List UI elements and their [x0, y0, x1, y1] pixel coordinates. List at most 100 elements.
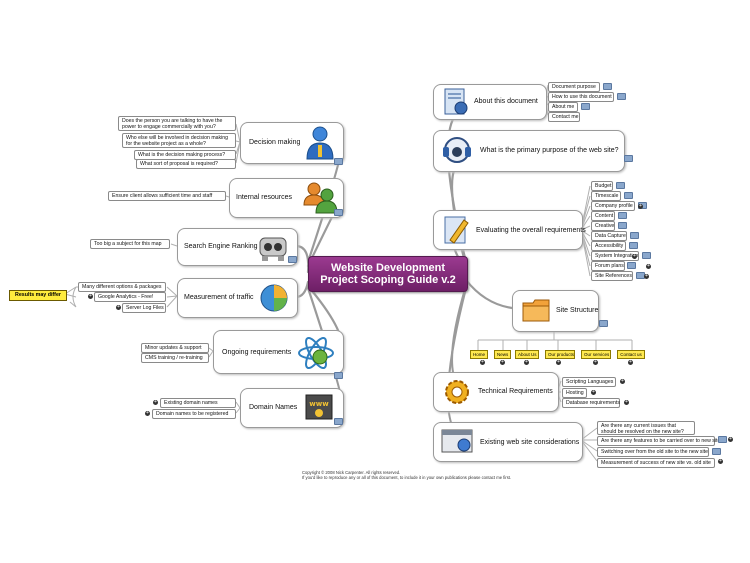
expand-icon[interactable]: +	[88, 293, 93, 299]
expand-icon[interactable]: +	[638, 203, 643, 209]
page-our-products[interactable]: Our products	[545, 350, 575, 359]
expand-icon[interactable]: +	[153, 399, 158, 405]
sub-budget[interactable]: Budget	[591, 181, 613, 191]
page-news[interactable]: News	[494, 350, 511, 359]
sub-ensure-client-time[interactable]: Ensure client allows sufficient time and…	[108, 191, 226, 201]
topic-ongoing-requirements[interactable]: Ongoing requirements	[213, 330, 344, 374]
expand-icon[interactable]: +	[644, 273, 649, 279]
sub-content[interactable]: Content	[591, 211, 615, 221]
note-icon[interactable]	[624, 192, 633, 199]
note-icon[interactable]	[599, 320, 608, 327]
expand-icon[interactable]: +	[620, 378, 625, 384]
expand-icon[interactable]: +	[480, 359, 485, 365]
topic-label: About this document	[474, 98, 538, 105]
sub-database-requirements[interactable]: Database requirements	[562, 398, 620, 408]
expand-icon[interactable]: +	[591, 389, 596, 395]
page-our-services[interactable]: Our services	[581, 350, 611, 359]
sub-scripting-languages[interactable]: Scripting Languages	[562, 377, 616, 387]
sub-existing-domains[interactable]: Existing domain names	[160, 398, 236, 408]
sub-document-purpose[interactable]: Document purpose	[548, 82, 600, 92]
note-icon[interactable]	[642, 252, 651, 259]
expand-icon[interactable]: +	[116, 304, 121, 310]
topic-about-document[interactable]: About this document	[433, 84, 547, 120]
sub-accessibility[interactable]: Accessibility	[591, 241, 626, 251]
note-icon[interactable]	[627, 262, 636, 269]
topic-label: Internal resources	[236, 194, 293, 201]
note-icon[interactable]	[616, 182, 625, 189]
expand-icon[interactable]: +	[624, 399, 629, 405]
sub-about-me[interactable]: About me	[548, 102, 578, 112]
sub-cms-training[interactable]: CMS training / re-training	[141, 353, 209, 363]
expand-icon[interactable]: +	[145, 410, 150, 416]
expand-icon[interactable]: +	[628, 359, 633, 365]
note-icon[interactable]	[630, 232, 639, 239]
topic-site-structure[interactable]: Site Structure	[512, 290, 599, 332]
note-icon[interactable]	[718, 436, 727, 443]
topic-search-engine-ranking[interactable]: Search Engine Ranking	[177, 228, 298, 266]
topic-measurement-traffic[interactable]: Measurement of traffic	[177, 278, 298, 318]
sub-contact-me[interactable]: Contact me	[548, 112, 580, 122]
note-icon[interactable]	[624, 155, 633, 162]
sub-site-references[interactable]: Site References	[591, 271, 633, 281]
sub-proposal-required[interactable]: What sort of proposal is required?	[136, 159, 236, 169]
sub-power-to-engage[interactable]: Does the person you are talking to have …	[118, 116, 236, 131]
expand-icon[interactable]: +	[500, 359, 505, 365]
page-about-us[interactable]: About Us	[515, 350, 539, 359]
topic-technical-requirements[interactable]: Technical Requirements	[433, 372, 559, 412]
page-home[interactable]: Home	[470, 350, 488, 359]
expand-icon[interactable]: +	[632, 253, 637, 259]
topic-domain-names[interactable]: www Domain Names	[240, 388, 344, 428]
central-topic[interactable]: Website Development Project Scoping Guid…	[308, 256, 468, 292]
note-icon[interactable]	[334, 418, 343, 425]
topic-label: Ongoing requirements	[222, 349, 292, 356]
expand-icon[interactable]: +	[646, 263, 651, 269]
sub-domains-to-register[interactable]: Domain names to be registered	[152, 409, 236, 419]
sub-who-else-involved[interactable]: Who else will be involved in decision ma…	[122, 133, 236, 148]
folder-icon	[522, 299, 550, 322]
note-icon[interactable]	[334, 372, 343, 379]
expand-icon[interactable]: +	[728, 436, 733, 442]
sub-measurement-success[interactable]: Measurement of success of new site vs. o…	[597, 458, 715, 468]
sub-timescale[interactable]: Timescale	[591, 191, 621, 201]
callout-results-may-differ[interactable]: Results may differ	[9, 290, 67, 301]
sub-company-profile[interactable]: Company profile	[591, 201, 635, 211]
topic-decision-making[interactable]: Decision making	[240, 122, 344, 164]
note-icon[interactable]	[334, 209, 343, 216]
topic-evaluating-requirements[interactable]: Evaluating the overall requirements	[433, 210, 586, 250]
note-icon[interactable]	[581, 103, 590, 110]
note-icon[interactable]	[618, 222, 627, 229]
sub-server-log-files[interactable]: Server Log Files	[122, 303, 166, 313]
topic-primary-purpose[interactable]: What is the primary purpose of the web s…	[433, 130, 625, 172]
sub-many-options[interactable]: Many different options & packages	[78, 282, 166, 292]
note-icon[interactable]	[629, 242, 638, 249]
topic-internal-resources[interactable]: Internal resources	[229, 178, 344, 218]
note-icon[interactable]	[617, 93, 626, 100]
expand-icon[interactable]: +	[556, 359, 561, 365]
sub-google-analytics[interactable]: Google Analytics - Free!	[94, 292, 166, 302]
sub-forum-plans[interactable]: Forum plans	[591, 261, 625, 271]
sub-minor-updates[interactable]: Minor updates & support	[141, 343, 209, 353]
central-title-line2: Project Scoping Guide v.2	[320, 274, 456, 286]
sub-data-capture[interactable]: Data Capture	[591, 231, 627, 241]
expand-icon[interactable]: +	[718, 458, 723, 464]
sub-creative[interactable]: Creative	[591, 221, 615, 231]
sub-hosting[interactable]: Hosting	[562, 388, 587, 398]
note-icon[interactable]	[712, 448, 721, 455]
topic-existing-site[interactable]: Existing web site considerations	[433, 422, 583, 462]
sub-features-carried-over[interactable]: Are there any features to be carried ove…	[597, 436, 723, 446]
sub-too-big-subject[interactable]: Too big a subject for this map	[90, 239, 170, 249]
expand-icon[interactable]: +	[593, 359, 598, 365]
topic-label: Evaluating the overall requirements	[476, 227, 586, 234]
note-icon[interactable]	[334, 158, 343, 165]
expand-icon[interactable]: +	[524, 359, 529, 365]
sub-how-to-use[interactable]: How to use this document	[548, 92, 614, 102]
page-contact-us[interactable]: Contact us	[617, 350, 645, 359]
pie-chart-icon	[260, 284, 288, 312]
sub-switching-over[interactable]: Switching over from the old site to the …	[597, 447, 709, 457]
sub-current-issues[interactable]: Are there any current issues that should…	[597, 421, 695, 435]
pencil-icon	[444, 216, 469, 244]
sub-system-integration[interactable]: System Integration	[591, 251, 639, 261]
note-icon[interactable]	[603, 83, 612, 90]
note-icon[interactable]	[288, 256, 297, 263]
note-icon[interactable]	[618, 212, 627, 219]
